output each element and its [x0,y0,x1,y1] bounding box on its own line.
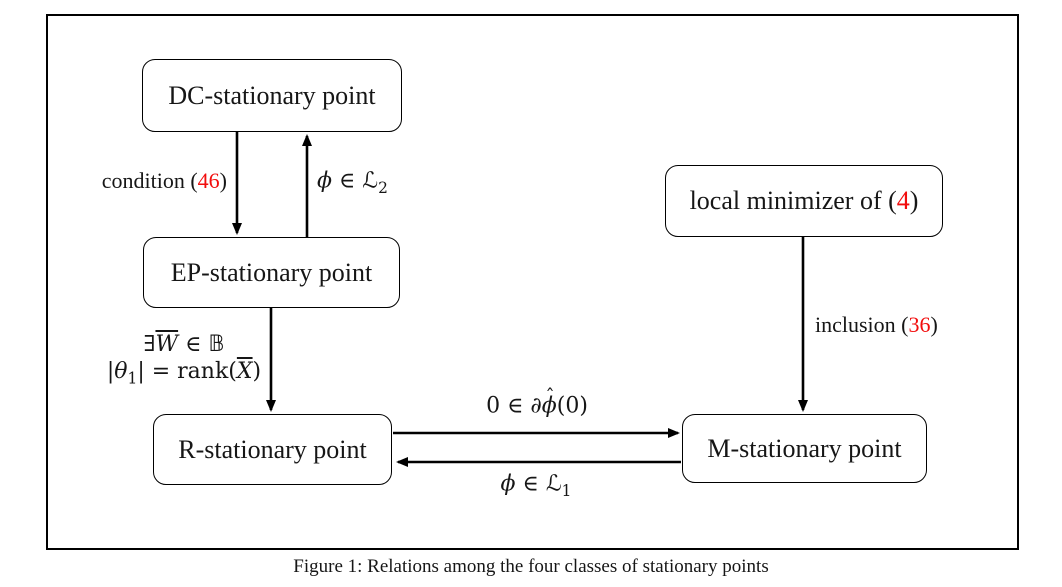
subscript-2: 2 [378,178,388,197]
local-minimizer-close-paren: ) [909,186,919,215]
node-ep-stationary-point: EP-stationary point [143,237,400,308]
rank-text: | = rank( [137,359,237,384]
subscript-1: 1 [127,369,138,388]
abs-bar-open: | [106,359,115,384]
edge-label-condition-46: condition (46) [102,168,227,194]
blackboard-b-symbol: 𝔹 [208,332,225,357]
figure-caption: Figure 1: Relations among the four class… [293,556,769,577]
edge-label-exists-rank: ∃W ∈ 𝔹 |θ1| = rank(X) [106,331,262,388]
equation-ref-36: 36 [908,312,931,337]
edge-label-phi-in-l1: ϕ ∈ ℒ1 [500,471,572,500]
x-bar-symbol: X [236,359,253,384]
node-dc-stationary-point: DC-stationary point [142,59,402,132]
edge-label-inclusion-36: inclusion (36) [815,312,938,338]
exists-line: ∃W ∈ 𝔹 [107,331,261,358]
exists-symbol: ∃ [143,332,156,357]
element-of-symbol: ∈ [178,332,209,357]
node-local-minimizer: local minimizer of (4) [665,165,943,237]
script-l-symbol: ℒ [545,471,562,497]
phi-symbol: ϕ [317,168,332,194]
edge-label-phi-in-l2: ϕ ∈ ℒ2 [317,168,388,197]
rank-close-paren: ) [252,359,262,384]
phi-symbol: ϕ [500,471,516,497]
theta-symbol: θ [114,359,128,384]
zero-in-partial-text: 0 ∈ ∂ [486,393,542,419]
equation-ref-46: 46 [197,168,220,193]
rank-line: |θ1| = rank(X) [106,358,262,388]
subscript-1: 1 [561,481,572,500]
w-bar-symbol: W [155,332,179,357]
equation-ref-4: 4 [896,186,910,215]
local-minimizer-text: local minimizer of ( [689,186,897,215]
node-m-stationary-point: M-stationary point [682,414,927,483]
element-of-symbol: ∈ [515,471,546,497]
subdiff-arg-text: (0) [556,393,588,419]
inclusion-close-paren: ) [930,312,938,337]
element-of-symbol: ∈ [332,168,363,194]
hat-accent: ˆ [545,386,555,408]
phi-symbol: ϕ [541,393,557,419]
script-l-symbol: ℒ [362,168,379,194]
node-r-stationary-point: R-stationary point [153,414,392,485]
condition-text: condition ( [101,168,198,193]
condition-close-paren: ) [219,168,227,193]
inclusion-text: inclusion ( [815,312,909,337]
